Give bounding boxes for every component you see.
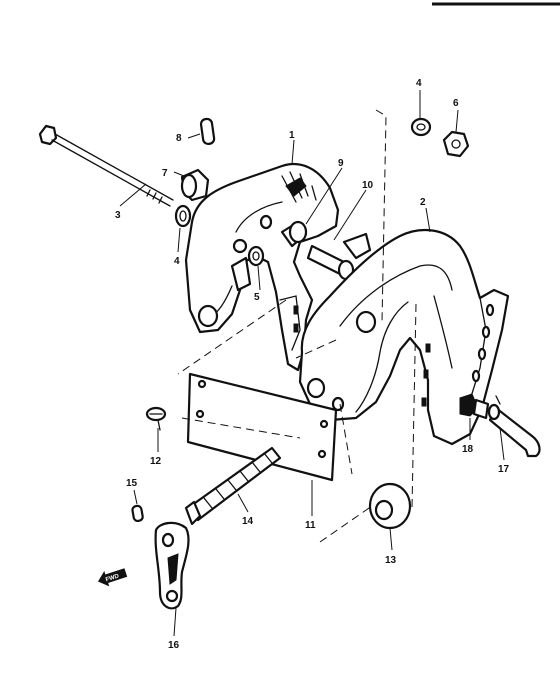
label-part-5: 5 bbox=[254, 292, 260, 303]
label-part-2: 2 bbox=[420, 197, 426, 208]
fwd-label: FWD bbox=[105, 573, 120, 583]
part-12-screw bbox=[145, 406, 167, 431]
part-4-washer-left bbox=[174, 204, 192, 228]
part-10-tilt-pin bbox=[306, 232, 372, 281]
label-part-13: 13 bbox=[385, 555, 397, 566]
part-labels: 1 2 3 4 4 5 6 7 8 9 10 11 12 13 14 15 16… bbox=[115, 78, 510, 651]
label-part-6: 6 bbox=[453, 98, 459, 109]
part-18-nut bbox=[459, 393, 490, 420]
label-part-15: 15 bbox=[126, 478, 138, 489]
label-part-7: 7 bbox=[162, 168, 168, 179]
label-part-14: 14 bbox=[242, 516, 254, 527]
label-part-4a: 4 bbox=[416, 78, 422, 89]
part-9-bushing-pin bbox=[280, 220, 308, 248]
label-part-4b: 4 bbox=[174, 256, 180, 267]
part-5-small-pin bbox=[247, 245, 265, 267]
part-2-clamp-bracket-right bbox=[298, 229, 510, 446]
part-7-bushing bbox=[180, 168, 210, 202]
label-part-16: 16 bbox=[168, 640, 180, 651]
label-part-9: 9 bbox=[338, 158, 344, 169]
label-part-8: 8 bbox=[176, 133, 182, 144]
fwd-direction-marker: FWD bbox=[97, 568, 128, 587]
label-part-17: 17 bbox=[498, 464, 510, 475]
part-8-pin bbox=[199, 117, 216, 146]
label-part-1: 1 bbox=[289, 130, 295, 141]
part-16-handle bbox=[154, 521, 190, 610]
part-17-bent-rod bbox=[487, 395, 541, 458]
part-4-washer-right bbox=[410, 117, 432, 137]
leader-lines bbox=[119, 90, 505, 637]
label-part-10: 10 bbox=[362, 180, 374, 191]
assembly-lines bbox=[177, 109, 417, 543]
label-part-3: 3 bbox=[115, 210, 121, 221]
part-6-nut bbox=[442, 130, 470, 158]
part-14-clamp-screw bbox=[184, 446, 282, 526]
part-3-bolt bbox=[38, 124, 174, 207]
label-part-11: 11 bbox=[305, 520, 316, 531]
label-part-12: 12 bbox=[150, 456, 162, 467]
label-part-18: 18 bbox=[462, 444, 474, 455]
part-15-pin bbox=[131, 504, 144, 523]
part-13-swivel-pad bbox=[368, 482, 412, 530]
